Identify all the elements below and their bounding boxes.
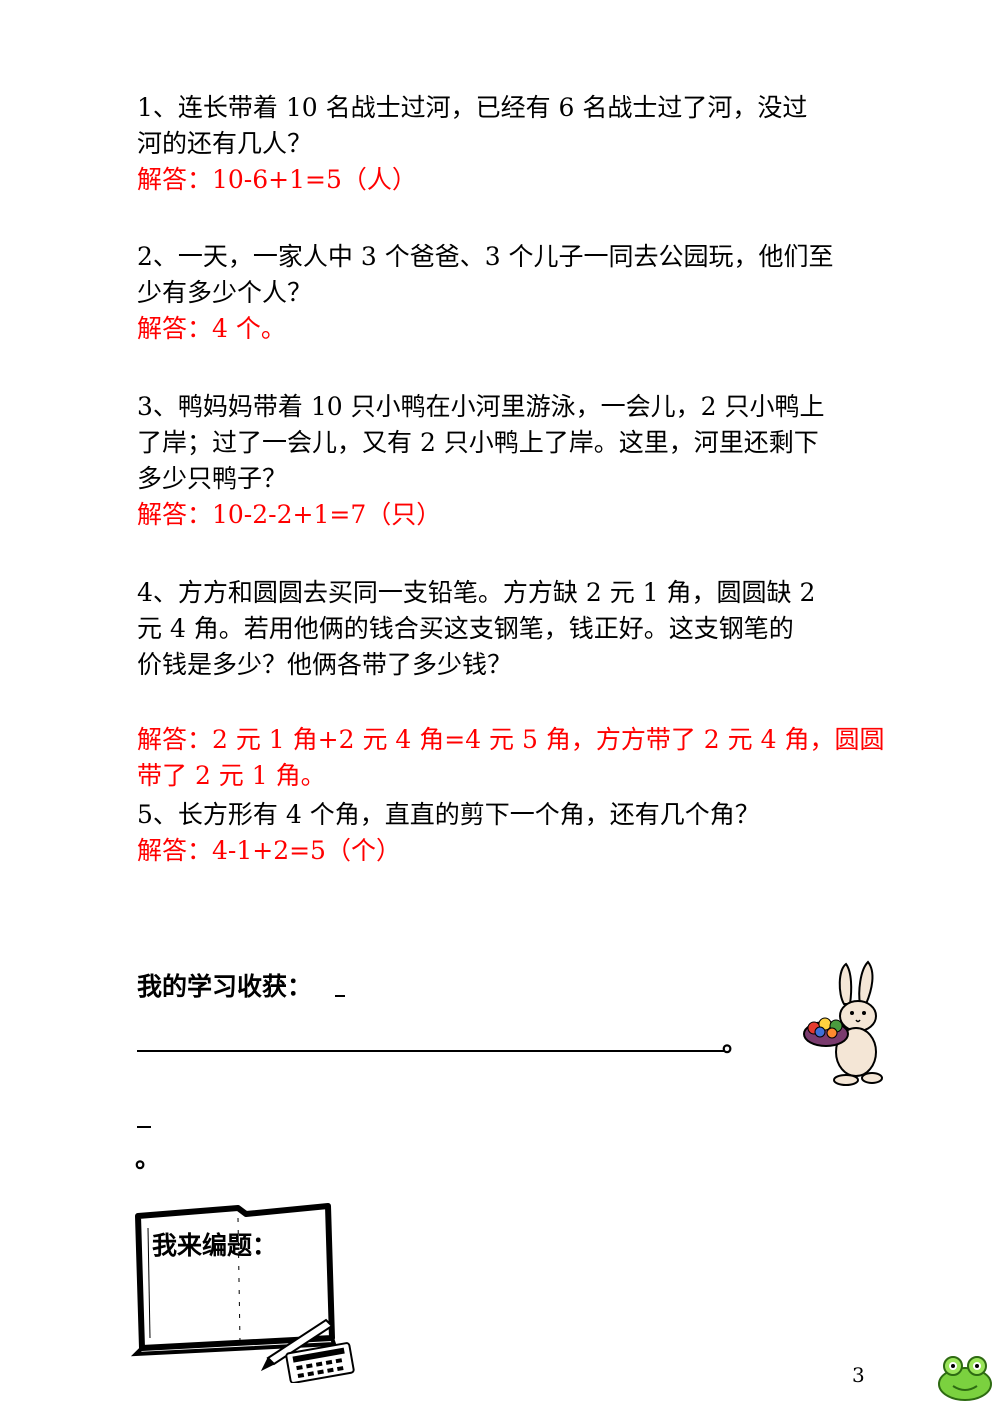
question-3-line-2: 了岸；过了一会儿，又有 2 只小鸭上了岸。这里，河里还剩下 bbox=[137, 428, 819, 457]
question-5-line-1: 5、长方形有 4 个角，直直的剪下一个角，还有几个角？ bbox=[137, 800, 760, 829]
question-4-line-3: 价钱是多少？他俩各带了多少钱？ bbox=[137, 650, 513, 679]
question-4-answer: 解答：2 元 1 角+2 元 4 角=4 元 5 角，方方带了 2 元 4 角，… bbox=[137, 722, 885, 794]
question-4-answer-line-2: 带了 2 元 1 角。 bbox=[137, 761, 326, 790]
page-number: 3 bbox=[852, 1363, 865, 1387]
question-2-line-1: 2、一天，一家人中 3 个爸爸、3 个儿子一同去公园玩，他们至 bbox=[137, 242, 834, 271]
frog-icon bbox=[938, 1356, 992, 1401]
question-1-answer: 解答：10-6+1=5（人） bbox=[137, 165, 417, 194]
question-3-line-3: 多少只鸭子？ bbox=[137, 464, 288, 493]
question-4: 4、方方和圆圆去买同一支铅笔。方方缺 2 元 1 角，圆圆缺 2 元 4 角。若… bbox=[137, 575, 877, 683]
question-2-answer: 解答：4 个。 bbox=[137, 314, 286, 343]
harvest-title: 我的学习收获： bbox=[137, 972, 313, 1001]
question-4-line-2: 元 4 角。若用他俩的钱合买这支钢笔，钱正好。这支钢笔的 bbox=[137, 614, 794, 643]
notebook-pencil-icon bbox=[130, 1203, 355, 1383]
question-4-line-1: 4、方方和圆圆去买同一支铅笔。方方缺 2 元 1 角，圆圆缺 2 bbox=[137, 578, 816, 607]
question-3-answer: 解答：10-2-2+1=7（只） bbox=[137, 500, 442, 529]
question-2: 2、一天，一家人中 3 个爸爸、3 个儿子一同去公园玩，他们至 少有多少个人？ … bbox=[137, 239, 877, 347]
harvest-small-dash bbox=[137, 1126, 151, 1128]
question-3-line-1: 3、鸭妈妈带着 10 只小鸭在小河里游泳，一会儿，2 只小鸭上 bbox=[137, 392, 825, 421]
harvest-period-1: 。 bbox=[722, 1028, 749, 1058]
harvest-fill-line[interactable] bbox=[137, 1050, 725, 1052]
question-4-answer-line-1: 解答：2 元 1 角+2 元 4 角=4 元 5 角，方方带了 2 元 4 角，… bbox=[137, 725, 885, 754]
compose-title: 我来编题： bbox=[152, 1231, 278, 1260]
question-5: 5、长方形有 4 个角，直直的剪下一个角，还有几个角？ 解答：4-1+2=5（个… bbox=[137, 797, 877, 869]
question-1: 1、连长带着 10 名战士过河，已经有 6 名战士过了河，没过 河的还有几人？ … bbox=[137, 90, 877, 198]
question-3: 3、鸭妈妈带着 10 只小鸭在小河里游泳，一会儿，2 只小鸭上 了岸；过了一会儿… bbox=[137, 389, 877, 533]
bunny-with-eggs-icon bbox=[803, 960, 883, 1086]
question-2-line-2: 少有多少个人？ bbox=[137, 278, 313, 307]
harvest-dash bbox=[335, 995, 345, 997]
harvest-period-2: 。 bbox=[135, 1144, 162, 1174]
question-5-answer: 解答：4-1+2=5（个） bbox=[137, 836, 401, 865]
question-1-line-1: 1、连长带着 10 名战士过河，已经有 6 名战士过了河，没过 bbox=[137, 93, 808, 122]
question-1-line-2: 河的还有几人？ bbox=[137, 129, 313, 158]
